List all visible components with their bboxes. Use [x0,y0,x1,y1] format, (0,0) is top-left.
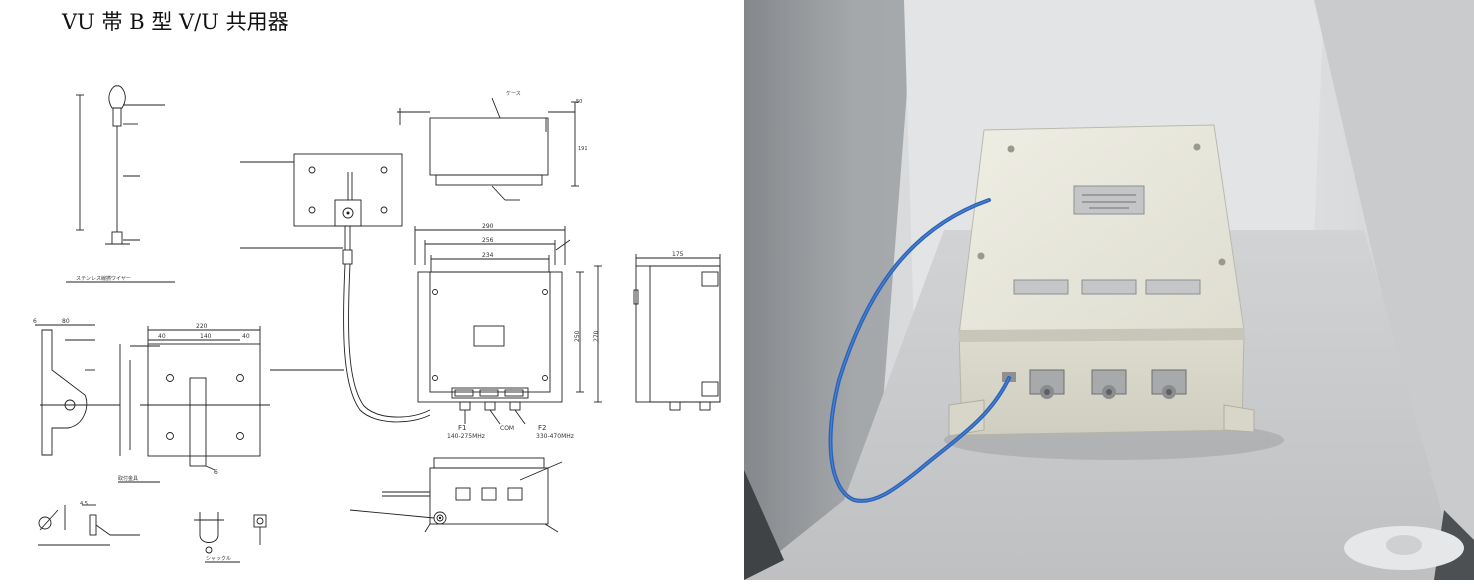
dim-80: 80 [62,318,70,325]
small-parts-drawing [38,504,267,563]
dim-290: 290 [482,223,494,230]
port-com-label: COM [500,425,514,432]
case-caption: ケース [506,90,521,97]
drawing-title: VU 帯 B 型 V/U 共用器 [62,10,289,34]
bracket-caption: 取付金具 [118,475,138,482]
dim-175: 175 [672,251,684,258]
dim-250: 250 [574,330,581,342]
dim-6b: 6 [214,469,218,476]
shackle-caption: シャックル [206,556,231,562]
stainless-wire-caption: ステンレス線撚ワイヤー [76,275,131,282]
product-photo [744,0,1474,580]
port-f2-frequency: 330-470MHz [536,433,574,440]
dim-4-5: 4.5 [80,501,88,507]
port-f1-label: F1 [458,424,466,432]
dim-40a: 40 [158,333,166,340]
case-bottom-view [349,457,563,533]
product-photo-drawing [744,0,1474,580]
case-side-drawing [397,97,579,201]
bracket-shackle-drawing [240,153,431,423]
technical-drawing-panel: VU 帯 B 型 V/U 共用器 [33,10,721,563]
stainless-wire-drawing [66,85,175,283]
technical-drawing: 290 256 234 250 270 175 50 191 220 140 4… [33,85,721,563]
main-front-view [414,226,602,425]
dim-40b: 40 [242,333,250,340]
dim-50: 50 [576,99,582,105]
port-f1-frequency: 140-275MHz [447,433,485,440]
dim-6a: 6 [33,318,37,325]
dim-270: 270 [593,330,600,342]
main-side-view [633,254,721,411]
dim-256: 256 [482,237,494,244]
dim-191: 191 [578,146,588,152]
dim-234: 234 [482,252,494,259]
dim-220: 220 [196,323,208,330]
dim-140: 140 [200,333,212,340]
bracket-plate-drawing [35,324,270,483]
port-f2-label: F2 [538,424,546,432]
